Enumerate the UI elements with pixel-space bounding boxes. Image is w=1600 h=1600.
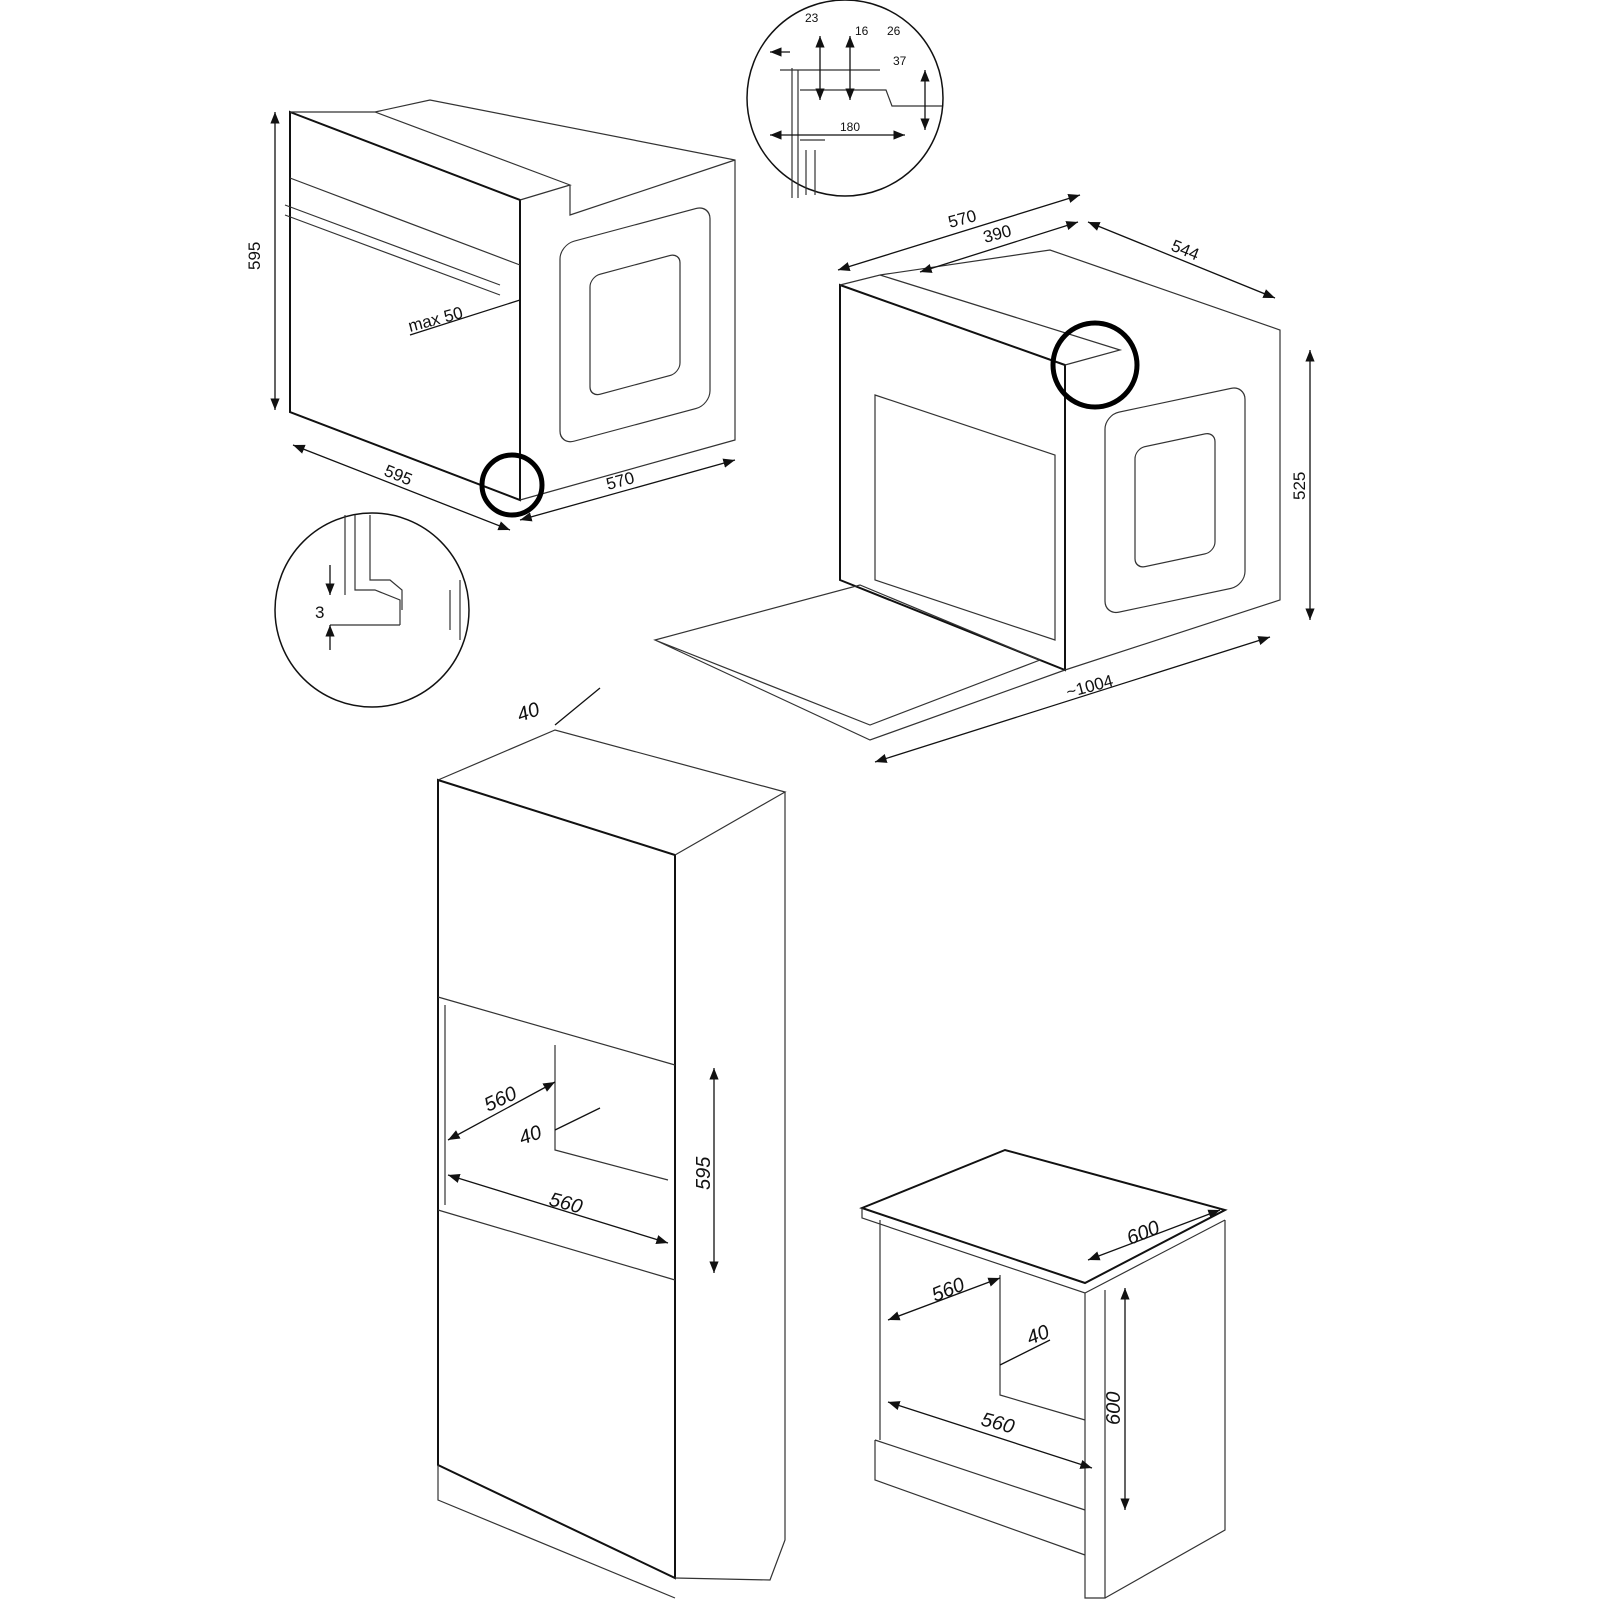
dim-vent-gap-40: 40 xyxy=(516,1121,544,1149)
dim-width-595: 595 xyxy=(382,461,415,489)
dim-width-544: 544 xyxy=(1169,236,1202,264)
dim-vent-gap-40: 40 xyxy=(1024,1321,1053,1350)
dim-rear-gap-40: 40 xyxy=(514,698,542,726)
dim-37: 37 xyxy=(893,54,907,68)
detail-top-circle: 23 16 26 37 180 xyxy=(746,0,944,198)
dim-niche-width-560: 560 xyxy=(547,1189,585,1219)
dim-gap-3: 3 xyxy=(315,603,324,622)
dim-niche-depth-560: 560 xyxy=(929,1274,968,1307)
dim-open-1004: ~1004 xyxy=(1064,671,1115,702)
dim-height-595: 595 xyxy=(245,242,264,270)
under-counter-drawing: 600 560 40 560 600 xyxy=(859,1148,1228,1599)
oven-closed-drawing: 595 max 50 595 570 xyxy=(245,99,736,531)
dim-max-50: max 50 xyxy=(406,303,465,336)
detail-left-circle: 3 xyxy=(274,512,470,708)
dim-180: 180 xyxy=(840,120,860,134)
dim-height-525: 525 xyxy=(1290,472,1309,500)
dim-23: 23 xyxy=(805,11,819,25)
dim-niche-height-600: 600 xyxy=(1103,1392,1125,1425)
dim-16: 16 xyxy=(855,24,869,38)
dim-niche-height-595: 595 xyxy=(693,1156,715,1190)
dim-26: 26 xyxy=(887,24,901,38)
dim-depth-570: 570 xyxy=(604,468,636,494)
dim-depth-390: 390 xyxy=(981,221,1013,247)
oven-open-drawing: 570 390 544 525 ~1004 xyxy=(653,193,1315,763)
dim-niche-depth-560: 560 xyxy=(481,1082,521,1116)
tall-cabinet-drawing: 40 560 40 560 595 xyxy=(437,687,787,1599)
dim-niche-width-560: 560 xyxy=(979,1409,1017,1439)
